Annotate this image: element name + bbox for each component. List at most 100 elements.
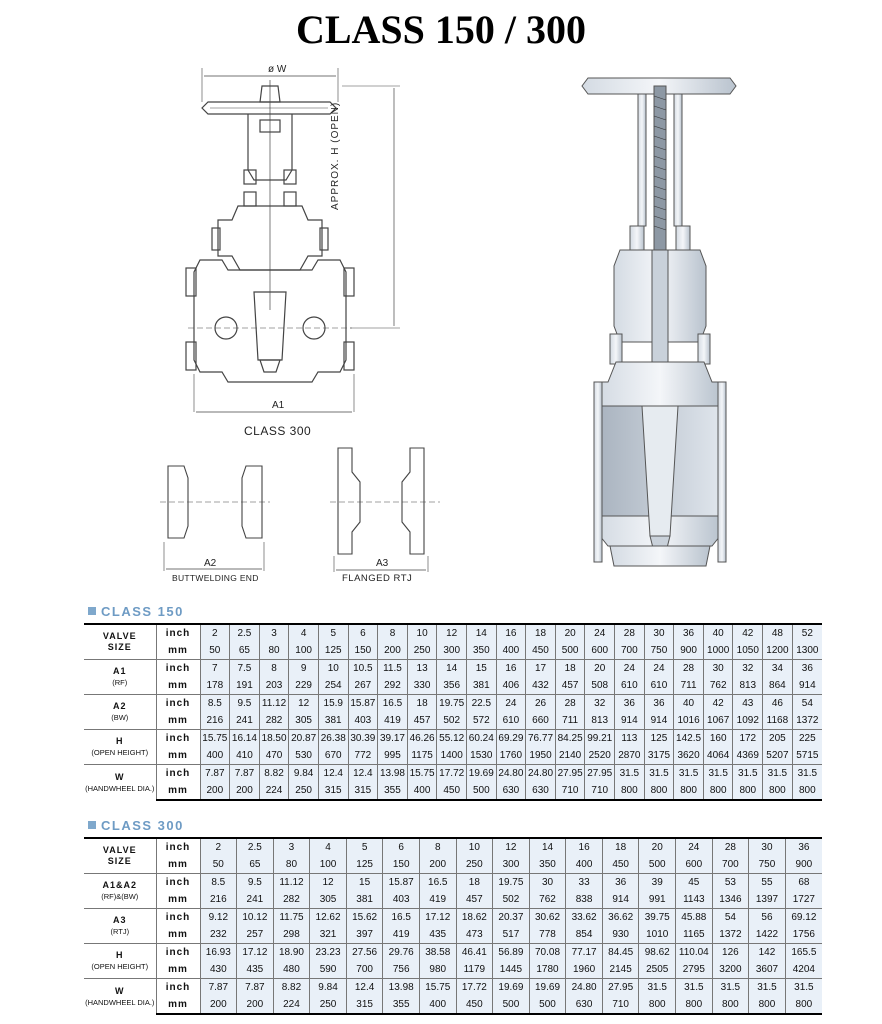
table-cell: 1175 — [406, 747, 437, 765]
table-cell: 31.5 — [791, 764, 822, 782]
table-cell: 300 — [492, 856, 530, 874]
table-cell: 1445 — [492, 961, 530, 979]
row-group-label-main: A3 — [113, 915, 127, 925]
table-cell: 76.77 — [525, 729, 556, 747]
table-cell: 1960 — [565, 961, 603, 979]
table-cell: 4 — [288, 623, 319, 642]
table-cell: 2140 — [554, 747, 585, 765]
table-cell: 430 — [199, 961, 237, 979]
table-cell: 241 — [229, 712, 260, 730]
table-cell: 12 — [436, 623, 467, 642]
table-cell: 98.62 — [638, 943, 676, 961]
table-cell: 508 — [584, 677, 615, 695]
table-cell: 17.72 — [436, 764, 467, 782]
row-group-label-sub: SIZE — [107, 642, 132, 652]
table-cell: 530 — [288, 747, 319, 765]
table-cell: 84.45 — [601, 943, 639, 961]
table-cell: 216 — [199, 712, 230, 730]
table-cell: 9.5 — [229, 694, 260, 712]
table-cell: 930 — [601, 926, 639, 944]
table-cell: 403 — [347, 712, 378, 730]
table-cell: 473 — [455, 926, 493, 944]
table-cell: 12 — [309, 873, 347, 891]
table-cell: 6 — [382, 837, 420, 856]
table-cell: 16.5 — [382, 908, 420, 926]
table-cell: 1200 — [762, 642, 793, 660]
table-cell: 40 — [673, 694, 704, 712]
table-cell: 5 — [317, 623, 349, 642]
table-cell: 2870 — [614, 747, 645, 765]
table-cell: 397 — [345, 926, 383, 944]
table-cell: 610 — [614, 677, 645, 695]
table-cell: 18 — [406, 694, 437, 712]
table-cell: 356 — [436, 677, 467, 695]
table-cell: 800 — [732, 782, 763, 801]
table-cell: 16.93 — [199, 943, 237, 961]
unit-cell: mm — [155, 747, 201, 765]
table-cell: 11.75 — [272, 908, 310, 926]
table-cell: 403 — [382, 891, 420, 909]
table-cell: 315 — [317, 782, 349, 801]
table-cell: 450 — [525, 642, 556, 660]
table-cell: 36 — [643, 694, 674, 712]
table-cell: 630 — [525, 782, 556, 801]
table-cell: 381 — [466, 677, 497, 695]
table-cell: 15 — [466, 659, 497, 677]
table-cell: 8.82 — [272, 978, 310, 996]
table-cell: 36 — [601, 873, 639, 891]
table-cell: 200 — [377, 642, 408, 660]
row-group-label: W(HANDWHEEL DIA.) — [84, 764, 157, 800]
table-cell: 7.87 — [199, 978, 237, 996]
table-cell: 24.80 — [565, 978, 603, 996]
table-cell: 20 — [638, 837, 676, 856]
table-cell: 410 — [229, 747, 260, 765]
unit-cell: inch — [155, 729, 201, 747]
table-cell: 19.75 — [436, 694, 467, 712]
table-cell: 2.5 — [236, 837, 274, 856]
table-cell: 24 — [675, 837, 713, 856]
table-cell: 17 — [525, 659, 556, 677]
table-cell: 80 — [258, 642, 289, 660]
table-cell: 800 — [673, 782, 704, 801]
table-cell: 4064 — [702, 747, 733, 765]
table-cell: 14 — [466, 623, 497, 642]
unit-cell: inch — [155, 623, 201, 642]
unit-cell: mm — [155, 856, 201, 874]
table-cell: 33 — [565, 873, 603, 891]
table-cell: 282 — [258, 712, 289, 730]
table-cell: 750 — [748, 856, 786, 874]
table-cell: 45 — [675, 873, 713, 891]
table-cell: 150 — [347, 642, 378, 660]
table-cell: 600 — [675, 856, 713, 874]
table-cell: 500 — [528, 996, 566, 1015]
table-cell: 5715 — [791, 747, 822, 765]
table-cell: 36.62 — [601, 908, 639, 926]
table-cell: 55 — [748, 873, 786, 891]
row-group-label-main: W — [115, 985, 125, 996]
row-group-label-main: VALVE — [102, 631, 137, 641]
table-cell: 8.5 — [199, 694, 230, 712]
table-cell: 13 — [406, 659, 437, 677]
heading-square-icon — [88, 607, 96, 615]
table-cell: 9.84 — [288, 764, 319, 782]
table-cell: 200 — [236, 996, 274, 1015]
table-cell: 8 — [418, 837, 457, 856]
table-cell: 56.89 — [492, 943, 530, 961]
table-cell: 257 — [236, 926, 274, 944]
table-cell: 50 — [199, 856, 237, 874]
table-cell: 914 — [791, 677, 822, 695]
table-cell: 13.98 — [377, 764, 408, 782]
table-cell: 7.5 — [229, 659, 260, 677]
table-cell: 26 — [525, 694, 556, 712]
table-cell: 45.88 — [675, 908, 713, 926]
table-cell: 110.04 — [675, 943, 713, 961]
table-cell: 30 — [528, 873, 566, 891]
table-cell: 241 — [236, 891, 274, 909]
table-cell: 28 — [673, 659, 704, 677]
